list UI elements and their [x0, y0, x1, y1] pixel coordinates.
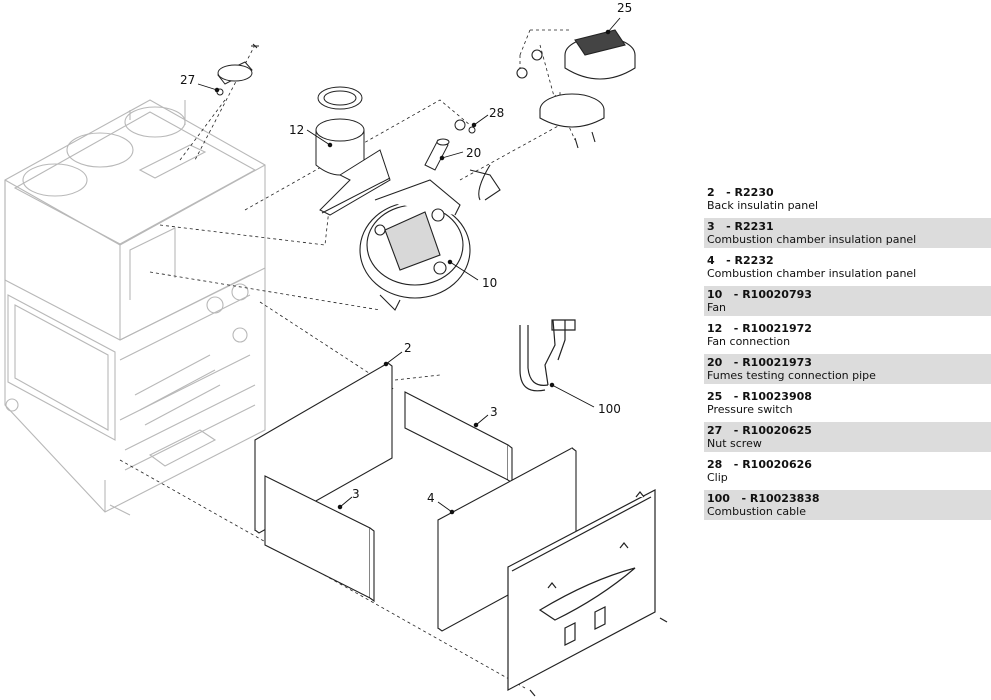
- callout-27: 27: [180, 73, 195, 87]
- part-100-combustion-cable: [519, 319, 576, 392]
- part-number-code: 28 - R10020626: [707, 458, 812, 471]
- part-row: 20 - R10021973 Fumes testing connection …: [704, 354, 991, 384]
- part-number-code: 2 - R2230: [707, 186, 774, 199]
- part-12-fan-connection: [315, 86, 391, 216]
- part-description: Fan: [707, 301, 727, 314]
- part-row: 25 - R10023908 Pressure switch: [704, 388, 991, 418]
- part-number-code: 12 - R10021972: [707, 322, 812, 335]
- part-20-pipe: [424, 138, 450, 171]
- callout-100: 100: [598, 402, 621, 416]
- callout-12: 12: [289, 123, 304, 137]
- part-10-fan: [359, 164, 501, 311]
- part-25-pressure-switch: [516, 29, 636, 149]
- part-3-insulation-panel-right: [404, 391, 513, 485]
- part-description: Back insulatin panel: [707, 199, 819, 212]
- part-description: Fumes testing connection pipe: [707, 369, 876, 382]
- callout-20: 20: [466, 146, 481, 160]
- part-description: Clip: [707, 471, 728, 484]
- part-description: Nut screw: [707, 437, 762, 450]
- part-28-clip: [454, 119, 476, 134]
- part-number-code: 100 - R10023838: [707, 492, 820, 505]
- part-27-nut-screw: [216, 43, 259, 96]
- callout-3-right: 3: [490, 405, 498, 419]
- part-row: 2 - R2230 Back insulatin panel: [704, 184, 991, 214]
- callout-2: 2: [404, 341, 412, 355]
- part-row: 4 - R2232 Combustion chamber insulation …: [704, 252, 991, 282]
- back-cover-plate: [507, 489, 668, 697]
- part-number-code: 10 - R10020793: [707, 288, 812, 301]
- callout-4: 4: [427, 491, 435, 505]
- part-3-insulation-panel-left: [264, 475, 375, 603]
- callout-28: 28: [489, 106, 504, 120]
- part-row: 27 - R10020625 Nut screw: [704, 422, 991, 452]
- boiler-housing: [4, 99, 266, 516]
- part-number-code: 3 - R2231: [707, 220, 774, 233]
- part-row: 100 - R10023838 Combustion cable: [704, 490, 991, 520]
- part-number-code: 25 - R10023908: [707, 390, 812, 403]
- part-description: Pressure switch: [707, 403, 793, 416]
- part-number-code: 4 - R2232: [707, 254, 774, 267]
- callout-10: 10: [482, 276, 497, 290]
- part-row: 10 - R10020793 Fan: [704, 286, 991, 316]
- part-number-code: 27 - R10020625: [707, 424, 812, 437]
- callout-25: 25: [617, 1, 632, 15]
- exploded-parts-diagram: 2 3 3 4 10 12 20 25 27 28 100: [4, 1, 668, 697]
- part-number-code: 20 - R10021973: [707, 356, 812, 369]
- callout-leaders: [197, 17, 621, 515]
- callout-3-left: 3: [352, 487, 360, 501]
- part-description: Combustion cable: [707, 505, 806, 518]
- part-description: Fan connection: [707, 335, 791, 348]
- part-description: Combustion chamber insulation panel: [707, 267, 917, 280]
- part-row: 3 - R2231 Combustion chamber insulation …: [704, 218, 991, 248]
- part-row: 28 - R10020626 Clip: [704, 456, 991, 486]
- parts-list: 2 - R2230 Back insulatin panel 3 - R2231…: [704, 184, 991, 524]
- part-description: Combustion chamber insulation panel: [707, 233, 917, 246]
- part-row: 12 - R10021972 Fan connection: [704, 320, 991, 350]
